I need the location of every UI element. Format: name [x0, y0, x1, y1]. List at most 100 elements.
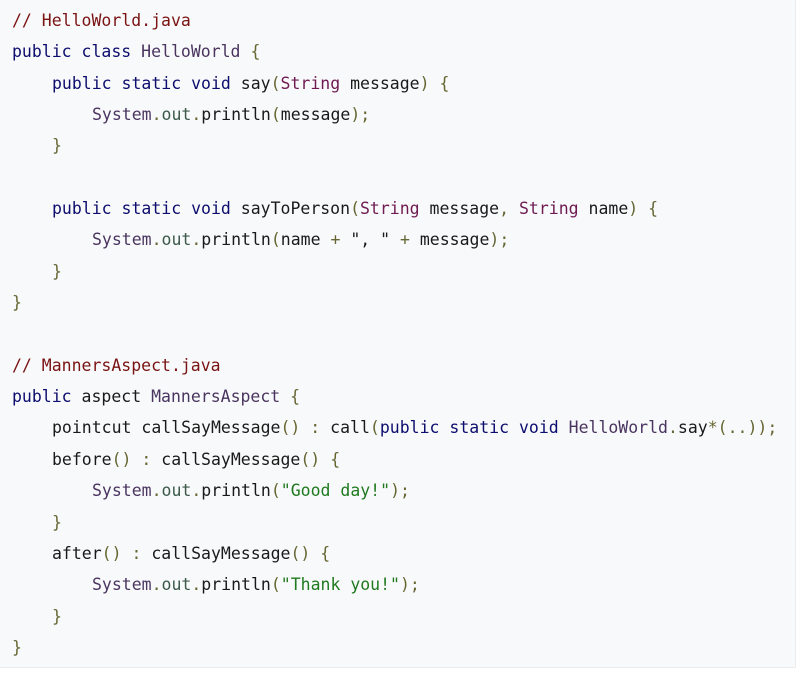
- class-name-token: System: [92, 481, 152, 501]
- space-token: [231, 199, 241, 218]
- keyword-token: void: [191, 73, 231, 93]
- code-line: }: [12, 130, 777, 161]
- code-line: System.out.println(name + ", " + message…: [12, 224, 777, 255]
- code-line: public class HelloWorld {: [12, 36, 777, 67]
- code-line: System.out.println("Thank you!");: [12, 569, 777, 600]
- space-token: [112, 74, 122, 93]
- identifier-token: message: [419, 199, 500, 219]
- operator-token: +: [330, 230, 341, 250]
- keyword-token: public: [52, 199, 112, 219]
- space-token: [509, 418, 519, 437]
- code-line: }: [12, 256, 777, 287]
- punctuation-token: (: [270, 230, 281, 250]
- identifier-token: call: [330, 418, 370, 438]
- punctuation-token: {: [439, 73, 450, 93]
- code-line: }: [12, 632, 777, 663]
- punctuation-token: }: [52, 261, 62, 281]
- string-token: "Good day!": [280, 481, 391, 501]
- punctuation-token: }: [52, 606, 62, 626]
- method-name-token: println: [201, 105, 271, 125]
- field-token: out: [161, 481, 192, 501]
- punctuation-token: ,: [499, 199, 519, 219]
- punctuation-token: ): [419, 73, 430, 93]
- code-line: }: [12, 507, 777, 538]
- keyword-token: public: [12, 42, 72, 62]
- punctuation-token: .: [191, 105, 202, 125]
- type-token: String: [280, 73, 341, 93]
- type-token: String: [518, 199, 579, 219]
- punctuation-token: (): [300, 449, 321, 469]
- code-line: // MannersAspect.java: [12, 350, 777, 381]
- class-name-token: HelloWorld: [141, 42, 241, 62]
- code-line: }: [12, 287, 777, 318]
- space-token: [320, 450, 330, 469]
- operator-token: +: [400, 230, 410, 250]
- code-line: public static void say(String message) {: [12, 68, 777, 99]
- code-line: System.out.println(message);: [12, 99, 777, 130]
- class-name-token: HelloWorld: [568, 418, 668, 438]
- identifier-token: before: [52, 449, 112, 469]
- punctuation-token: {: [330, 449, 341, 469]
- punctuation-token: (): [101, 543, 122, 563]
- punctuation-token: .: [151, 105, 162, 125]
- code-line: before() : callSayMessage() {: [12, 444, 777, 475]
- string-token: ", ": [340, 230, 400, 250]
- keyword-token: static: [449, 418, 510, 438]
- class-name-token: System: [92, 105, 152, 125]
- punctuation-token: {: [290, 387, 301, 407]
- operator-token: :: [131, 449, 162, 469]
- method-name-token: println: [201, 481, 271, 501]
- identifier-token: name: [578, 199, 629, 219]
- keyword-token: static: [121, 199, 182, 219]
- operator-token: :: [300, 418, 331, 438]
- identifier-token: name: [280, 230, 331, 250]
- code-line: }: [12, 601, 777, 632]
- space-token: [430, 74, 440, 93]
- space-token: [112, 199, 122, 218]
- method-name-token: say: [677, 418, 708, 438]
- class-name-token: MannersAspect: [151, 387, 281, 407]
- field-token: out: [161, 230, 192, 250]
- keyword-token: void: [191, 199, 231, 219]
- operator-token: :: [121, 543, 152, 563]
- punctuation-token: .: [667, 418, 678, 438]
- punctuation-token: (): [290, 543, 311, 563]
- identifier-token: pointcut callSayMessage: [52, 418, 281, 438]
- method-name-token: println: [201, 230, 271, 250]
- method-name-token: sayToPerson: [240, 199, 351, 219]
- punctuation-token: }: [52, 136, 62, 156]
- punctuation-token: .: [151, 230, 162, 250]
- punctuation-token: .: [151, 575, 162, 595]
- code-line: pointcut callSayMessage() : call(public …: [12, 412, 777, 443]
- identifier-token: message: [280, 105, 351, 125]
- space-token: [231, 74, 241, 93]
- code-line: [12, 162, 777, 193]
- space-token: [280, 387, 290, 406]
- space-token: [181, 74, 191, 93]
- class-name-token: System: [92, 230, 152, 250]
- punctuation-token: (): [111, 449, 132, 469]
- punctuation-token: {: [648, 199, 659, 219]
- punctuation-token: .: [191, 230, 202, 250]
- code-line: // HelloWorld.java: [12, 5, 777, 36]
- keyword-token: aspect: [81, 387, 142, 407]
- punctuation-token: );: [390, 481, 410, 501]
- code-line: [12, 318, 777, 349]
- punctuation-token: }: [12, 637, 22, 657]
- method-name-token: println: [201, 575, 271, 595]
- class-name-token: System: [92, 575, 152, 595]
- keyword-token: static: [121, 73, 182, 93]
- punctuation-token: (: [270, 481, 281, 501]
- punctuation-token: (: [350, 199, 360, 219]
- punctuation-token: *(..));: [707, 418, 778, 438]
- identifier-token: after: [52, 543, 102, 563]
- punctuation-token: );: [489, 230, 510, 250]
- code-line: public aspect MannersAspect {: [12, 381, 777, 412]
- comment-token: // MannersAspect.java: [12, 355, 221, 375]
- space-token: [72, 42, 82, 61]
- punctuation-token: {: [320, 543, 331, 563]
- keyword-token: public: [379, 418, 440, 438]
- field-token: out: [161, 575, 192, 595]
